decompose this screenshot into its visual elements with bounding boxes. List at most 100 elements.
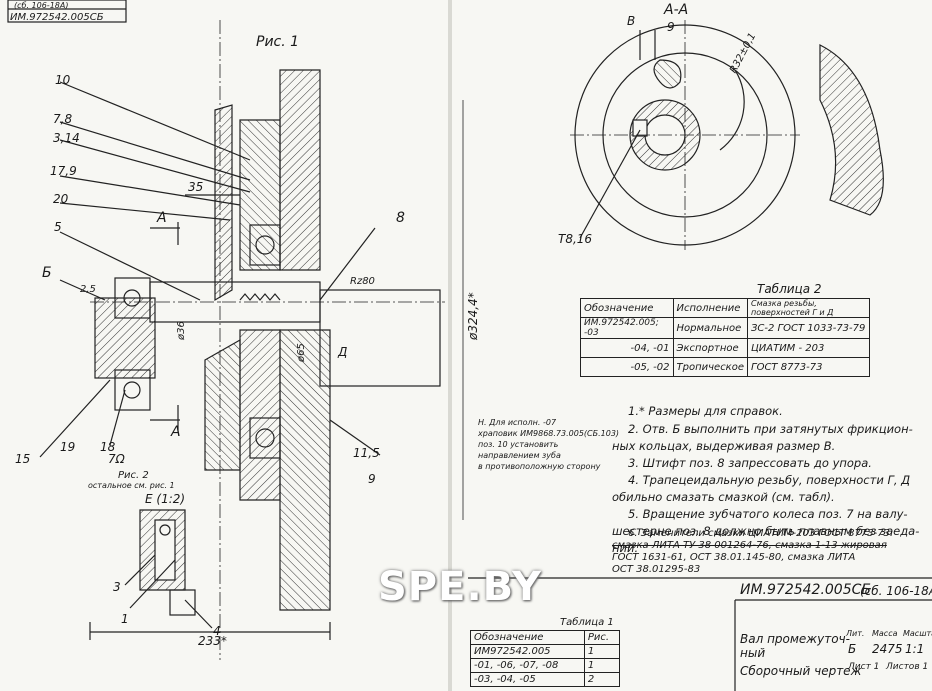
table1-title: Таблица 1 — [560, 617, 614, 628]
shaft-end — [319, 289, 441, 387]
table2-cell: Тропическое — [672, 357, 749, 377]
dim-9: 9 — [667, 20, 675, 34]
title-block-scale: 1:1 — [905, 642, 925, 656]
stamp-top-sub: (сб. 106-18А) — [14, 1, 69, 10]
title-block-lit-label: Лит. — [846, 629, 865, 638]
table2-cell: Экспортное — [672, 338, 749, 358]
table2-header: Обозначение — [580, 298, 674, 318]
title-block-code: ИМ.972542.005СБ — [740, 582, 871, 598]
table2-cell: ГОСТ 8773-73 — [747, 357, 870, 377]
table1-cell: 1 — [583, 644, 621, 659]
callout-7q: 7Ω — [108, 452, 125, 466]
left-note-line: направлением зуба — [478, 451, 561, 460]
left-note-line: храповик ИМ9868.73.005(СБ.103) — [478, 429, 620, 438]
fig2-title: Рис. 2 — [118, 470, 149, 481]
table2-cell: ЗС-2 ГОСТ 1033-73-79 — [747, 317, 870, 339]
table2-header: Смазка резьбы, поверхностей Г и Д — [747, 298, 870, 318]
table2-cell: Нормальное — [672, 317, 749, 339]
callout-9: 9 — [368, 472, 376, 486]
note-line: 3. Штифт поз. 8 запрессовать до упора. — [628, 456, 872, 470]
table2-cell: -05, -02 — [580, 357, 674, 377]
note6-line: ГОСТ 1631-61, ОСТ 38.01.145-80, смазка Л… — [612, 552, 856, 563]
title-block-name2: ный — [740, 646, 766, 660]
note-line: 1.* Размеры для справок. — [628, 404, 783, 418]
title-block-mass-label: Масса — [872, 629, 898, 638]
title-block-name1: Вал промежуточ- — [740, 632, 850, 646]
callout-11-5: 11,5 — [353, 446, 380, 460]
table1-header: Обозначение — [470, 630, 585, 645]
title-block-lit: Б — [848, 642, 857, 656]
table2: Обозначение Исполнение Смазка резьбы, по… — [580, 298, 870, 377]
dim-233: 233* — [198, 634, 227, 648]
table1-header: Рис. — [583, 630, 621, 645]
gear-lower — [279, 329, 331, 611]
table1-cell: -03, -04, -05 — [470, 672, 585, 687]
callout-3-14: 3,14 — [53, 131, 80, 145]
note-line: шестерне поз. 8 должно быть плавным без … — [612, 524, 920, 538]
title-block-scale-label: Масштаб — [903, 629, 932, 638]
left-note-line: поз. 10 установить — [478, 440, 559, 449]
callout-a-top: А — [157, 210, 167, 226]
callout-19: 19 — [60, 440, 76, 454]
callout-b: Б — [42, 265, 52, 281]
dim-rz80: Rz80 — [350, 276, 375, 287]
sheet-gap — [448, 0, 452, 691]
fig2-subtitle: остальное см. рис. 1 — [88, 481, 175, 490]
note6-line: ОСТ 38.01295-83 — [612, 564, 701, 575]
callout-20: 20 — [53, 192, 69, 206]
callout-10: 10 — [55, 73, 71, 87]
title-block-sheets: Листов 1 — [886, 662, 929, 672]
table1: Обозначение Рис. ИМ972542.005 1 -01, -06… — [470, 630, 621, 687]
table2-cell: -04, -01 — [580, 338, 674, 358]
dim-36: ø36 — [176, 321, 187, 340]
callout-15: 15 — [15, 452, 31, 466]
callout-7-8: 7,8 — [53, 112, 73, 126]
dim-v: В — [627, 14, 636, 28]
callout-8: 8 — [396, 210, 405, 226]
note-line: ных кольцах, выдерживая размер В. — [612, 439, 836, 453]
left-hub — [94, 297, 156, 379]
table2-cell: ЦИАТИМ - 203 — [747, 338, 870, 358]
note-line: обильно смазать смазкой (см. табл). — [612, 490, 835, 504]
callout-3: 3 — [113, 580, 121, 594]
section-gear-teeth — [819, 44, 884, 216]
callout-18: 18 — [100, 440, 116, 454]
left-note-line: Н. Для исполн. -07 — [478, 418, 557, 427]
dim-t16: Т8,16 — [558, 232, 593, 246]
table1-cell: 2 — [583, 672, 621, 687]
stamp-top-box — [7, 0, 127, 23]
gear-upper — [279, 69, 321, 271]
dim-324: ø324,4* — [466, 292, 480, 340]
note-line: 4. Трапецеидальную резьбу, поверхности Г… — [628, 473, 911, 487]
dim-65: ø65 — [296, 343, 307, 362]
callout-d: Д — [338, 345, 348, 359]
dim-2-5: 2,5 — [80, 284, 96, 295]
title-block-code-sub: (сб. 106-18А) — [860, 584, 932, 598]
title-block-name3: Сборочный чертеж — [740, 664, 862, 678]
table1-cell: 1 — [583, 658, 621, 673]
note6-line: смазка ЛИТА ТУ 38 001264-76, смазка 1-13… — [612, 540, 887, 551]
table1-cell: -01, -06, -07, -08 — [470, 658, 585, 673]
note-line: 2. Отв. Б выполнить при затянутых фрикци… — [628, 422, 913, 436]
callout-17-9: 17,9 — [50, 164, 77, 178]
table2-cell: ИМ.972542.005; -03 — [580, 317, 674, 339]
section-title: А-А — [664, 2, 689, 18]
table2-header: Исполнение — [672, 298, 749, 318]
fig1-title: Рис. 1 — [256, 34, 300, 50]
callout-4: 4 — [213, 624, 221, 638]
dim-35: 35 — [188, 180, 204, 194]
table1-cell: ИМ972542.005 — [470, 644, 585, 659]
callout-a-bottom: А — [171, 424, 181, 440]
callout-1: 1 — [121, 612, 129, 626]
stamp-top-code: ИМ.972542.005СБ — [10, 12, 104, 23]
note-line: 5. Вращение зубчатого колеса поз. 7 на в… — [628, 507, 908, 521]
note-line: ний. — [612, 541, 639, 555]
callout-5: 5 — [54, 220, 62, 234]
title-block-mass: 2475 — [872, 642, 903, 656]
fig2-view: Е (1:2) — [145, 492, 186, 506]
watermark: SPE.BY — [378, 564, 542, 610]
note6-line: 6. Заменители смазки ЦИАТИМ-203 ГОСТ 877… — [628, 528, 894, 539]
table2-title: Таблица 2 — [757, 282, 822, 296]
left-note-line: в противоположную сторону — [478, 462, 601, 471]
